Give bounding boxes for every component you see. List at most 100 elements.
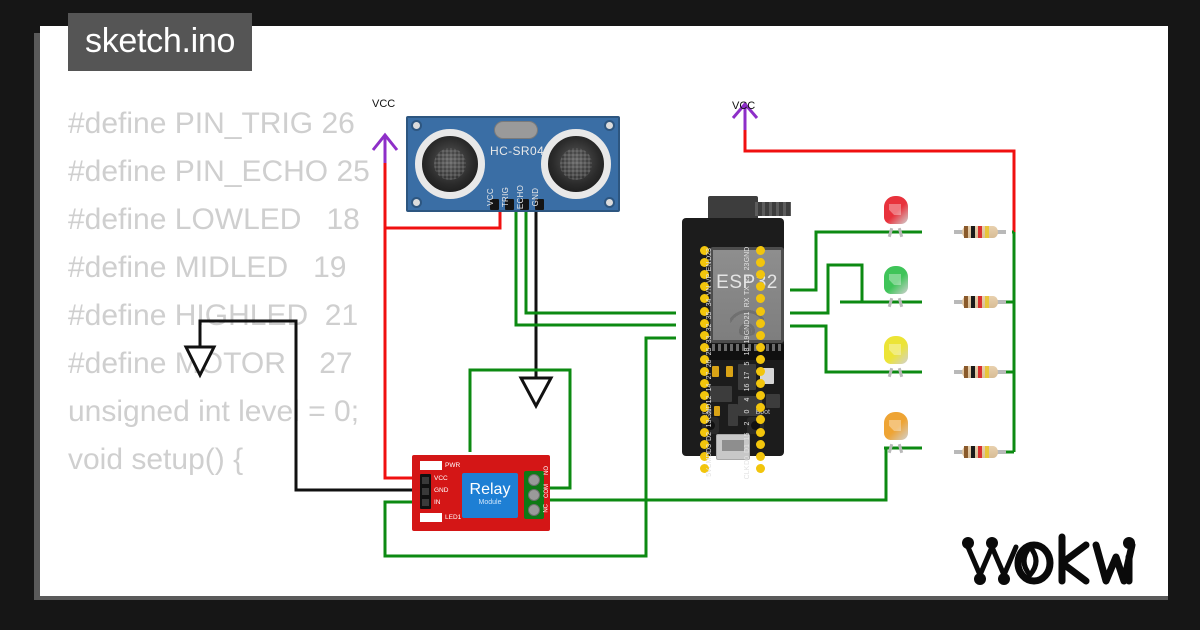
vcc-symbol-left[interactable] <box>371 132 399 163</box>
mounting-hole-icon <box>411 120 422 131</box>
resistor-color-band <box>964 446 968 458</box>
esp32-pin-23[interactable] <box>756 258 765 268</box>
relay-header-pin[interactable] <box>422 499 429 506</box>
wire-relay-com[interactable] <box>468 368 572 490</box>
esp32-pin-cmd[interactable] <box>700 451 709 461</box>
esp32-pin-25[interactable] <box>700 342 709 352</box>
esp32-pin-22[interactable] <box>756 270 765 280</box>
file-tab-sketch-ino[interactable]: sketch.ino <box>68 13 253 71</box>
esp32-pin-5[interactable] <box>756 354 765 364</box>
relay-pin-header[interactable] <box>420 474 431 509</box>
esp32-pin-d23[interactable] <box>700 246 709 255</box>
relay-terminal-com[interactable] <box>528 489 540 501</box>
esp32-pin-27[interactable] <box>700 367 709 377</box>
resistor-color-band <box>964 226 968 238</box>
esp32-pin-tx[interactable] <box>756 282 765 292</box>
green-led[interactable] <box>884 266 908 308</box>
esp32-pin-vp[interactable] <box>700 270 709 280</box>
hc-sr04-transmitter <box>415 129 485 199</box>
esp32-boot-label: Boot <box>755 409 770 416</box>
esp32-pin-19[interactable] <box>756 330 765 340</box>
wire-vcc-right-to-led-rail[interactable] <box>743 130 1016 232</box>
esp32-pin-en[interactable] <box>700 258 709 268</box>
esp32-pin-13[interactable] <box>700 415 709 425</box>
resistor-3[interactable] <box>954 366 1006 378</box>
hc-sr04-ultrasonic-sensor[interactable]: HC-SR04 VCC TRIG ECHO GND <box>406 116 620 212</box>
esp32-pin-gnd[interactable] <box>756 318 765 328</box>
hc-sr04-pin-gnd[interactable]: GND <box>531 188 544 210</box>
esp32-indicator <box>714 406 720 416</box>
esp32-pin-18[interactable] <box>756 342 765 352</box>
esp32-pin-label: 34 <box>706 299 713 307</box>
esp32-pin-gnd[interactable] <box>700 403 709 413</box>
resistor-4[interactable] <box>954 446 1006 458</box>
esp32-pin-12[interactable] <box>700 391 709 401</box>
esp32-module-pads <box>710 344 784 360</box>
hc-sr04-pin-vcc[interactable]: VCC <box>486 188 499 210</box>
wire-trig-to-esp32[interactable] <box>514 212 676 327</box>
relay-header-pin[interactable] <box>422 477 429 484</box>
esp32-pin-clk[interactable] <box>756 463 765 473</box>
hc-sr04-pin-header[interactable]: VCC TRIG ECHO GND <box>486 185 544 210</box>
mounting-hole-icon <box>604 120 615 131</box>
esp32-pin-33[interactable] <box>700 330 709 340</box>
esp32-pin-label: 4 <box>744 397 751 402</box>
relay-screw-terminal-block[interactable] <box>524 471 544 519</box>
esp32-pin-17[interactable] <box>756 367 765 377</box>
resistor-2[interactable] <box>954 296 1006 308</box>
esp32-pin-label: 2 <box>744 422 751 426</box>
esp32-pin-26[interactable] <box>700 354 709 364</box>
esp32-pin-d1[interactable] <box>756 439 765 449</box>
esp32-micro-usb-port[interactable] <box>716 434 750 460</box>
relay-module[interactable]: PWR VCC GND IN LED1 Relay Module NO COM … <box>412 455 550 531</box>
wire-relay-nc-to-orange-led[interactable] <box>546 448 888 502</box>
relay-coil-body: Relay Module <box>462 473 518 518</box>
esp32-pin-5v[interactable] <box>700 463 709 473</box>
esp32-pin-label: 21 <box>744 311 751 319</box>
wire-vcc-left-to-relay[interactable] <box>383 163 424 480</box>
esp32-pin-0[interactable] <box>756 403 765 413</box>
gnd-symbol-right[interactable] <box>518 376 554 410</box>
esp32-pin-16[interactable] <box>756 379 765 389</box>
esp32-pin-14[interactable] <box>700 379 709 389</box>
esp32-pin-label: 0 <box>744 409 751 414</box>
esp32-pin-label: GND <box>744 319 751 335</box>
hc-sr04-pin-echo[interactable]: ECHO <box>516 185 529 210</box>
hc-sr04-silkscreen-label: HC-SR04 <box>490 144 545 158</box>
esp32-pin-rx[interactable] <box>756 294 765 304</box>
esp32-pin-d0[interactable] <box>756 451 765 461</box>
esp32-pin-vn[interactable] <box>700 282 709 292</box>
orange-led[interactable] <box>884 412 908 454</box>
esp32-pin-d3[interactable] <box>700 439 709 449</box>
relay-pin-gnd-label: GND <box>434 487 449 494</box>
wire-esp32-to-relay-in[interactable] <box>383 336 676 558</box>
esp32-pin-2[interactable] <box>756 415 765 425</box>
gnd-symbol-left[interactable] <box>183 345 217 379</box>
esp32-pin-gnd[interactable] <box>756 246 765 255</box>
hc-sr04-pin-trig[interactable]: TRIG <box>501 187 514 210</box>
resistor-1[interactable] <box>954 226 1006 238</box>
esp32-pin-35[interactable] <box>700 306 709 316</box>
vcc-symbol-right[interactable] <box>731 101 759 130</box>
wire-gnd-left-to-relay[interactable] <box>198 319 424 492</box>
red-led[interactable] <box>884 196 908 238</box>
relay-terminal-no[interactable] <box>528 474 540 486</box>
relay-terminal-nc[interactable] <box>528 504 540 516</box>
relay-pwr-label: PWR <box>445 462 461 469</box>
esp32-pin-15[interactable] <box>756 427 765 437</box>
esp32-pin-d2[interactable] <box>700 427 709 437</box>
esp32-pin-32[interactable] <box>700 318 709 328</box>
esp32-pin-label: 13 <box>706 420 713 428</box>
esp32-pin-4[interactable] <box>756 391 765 401</box>
esp32-pin-label: 15 <box>744 432 751 440</box>
wire-echo-to-esp32[interactable] <box>524 212 676 315</box>
esp32-pcb-antenna-icon <box>755 202 791 216</box>
yellow-led[interactable] <box>884 336 908 378</box>
relay-header-pin[interactable] <box>422 488 429 495</box>
esp32-pin-21[interactable] <box>756 306 765 316</box>
esp32-pin-34[interactable] <box>700 294 709 304</box>
